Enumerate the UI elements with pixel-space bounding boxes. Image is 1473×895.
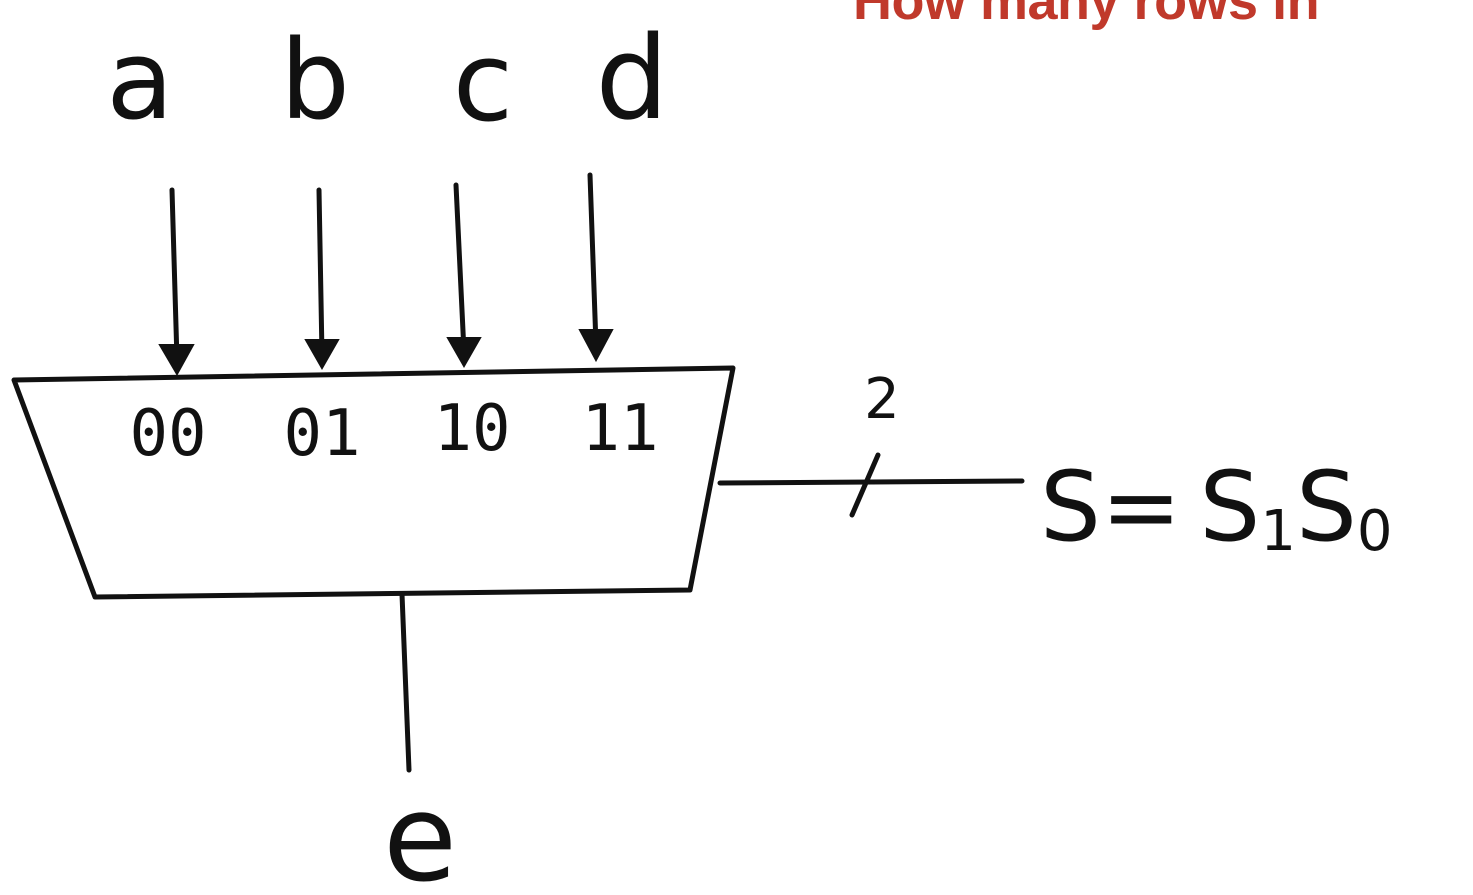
input-code-01: 01 <box>283 397 360 471</box>
input-a-wire <box>169 187 180 363</box>
input-label-d: d <box>596 12 669 146</box>
output-label-e: e <box>383 770 457 895</box>
select-s1-subscript: 1 <box>1260 499 1296 564</box>
select-s0: S <box>1296 451 1357 563</box>
input-b-wire <box>316 187 325 358</box>
input-code-10: 10 <box>433 392 510 466</box>
input-code-11: 11 <box>581 392 658 466</box>
select-wire <box>717 478 1025 486</box>
input-d-wire <box>587 172 599 348</box>
arrow-head-b <box>304 339 340 371</box>
select-s1: S <box>1199 451 1260 563</box>
mux-body <box>11 365 736 600</box>
input-code-00: 00 <box>129 397 206 471</box>
bus-width-label: 2 <box>864 367 900 432</box>
select-s0-subscript: 0 <box>1357 499 1393 564</box>
slide-title: How many rows in <box>853 0 1320 31</box>
input-label-a: a <box>106 16 173 144</box>
select-label: S=S1S0 <box>1040 451 1393 564</box>
input-c-wire <box>453 182 467 355</box>
bus-width-slash <box>849 452 881 518</box>
input-label-c: c <box>453 18 513 146</box>
select-label-prefix: S= <box>1040 451 1181 563</box>
arrow-head-a <box>158 344 195 377</box>
output-wire <box>399 591 412 773</box>
arrow-head-d <box>578 329 614 363</box>
input-label-b: b <box>280 16 350 144</box>
arrow-head-c <box>446 337 482 369</box>
